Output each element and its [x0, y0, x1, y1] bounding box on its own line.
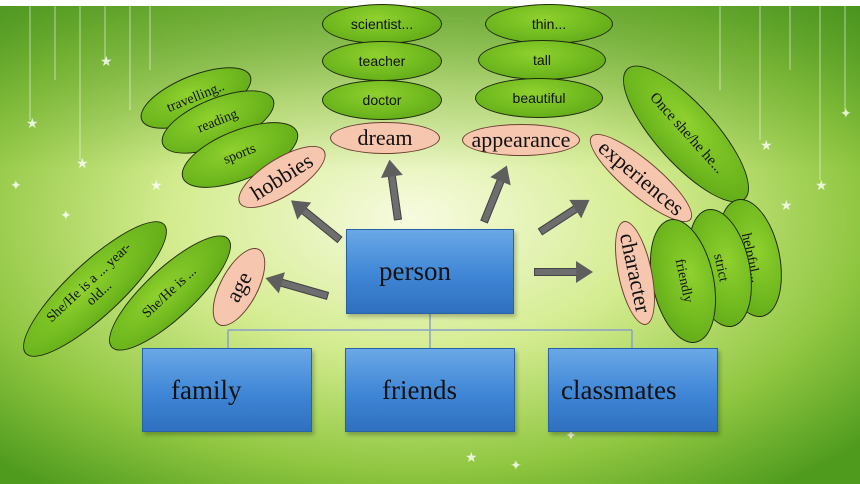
- svg-text:★: ★: [465, 450, 478, 466]
- dream-item-scientist: scientist...: [322, 4, 442, 44]
- svg-text:★: ★: [76, 156, 89, 172]
- family-box: family: [142, 348, 312, 432]
- svg-text:✦: ✦: [10, 178, 22, 194]
- svg-text:★: ★: [26, 116, 39, 132]
- dream-item-doctor: doctor: [322, 80, 442, 120]
- svg-text:★: ★: [100, 54, 113, 70]
- person-box: person: [346, 229, 514, 314]
- dream-category: dream: [330, 122, 440, 154]
- svg-text:✦: ✦: [60, 208, 72, 224]
- person-label: person: [379, 256, 451, 286]
- appearance-category: appearance: [462, 124, 580, 156]
- classmates-label: classmates: [561, 374, 677, 405]
- classmates-box: classmates: [548, 348, 718, 432]
- friends-box: friends: [345, 348, 515, 432]
- family-label: family: [171, 374, 242, 405]
- dream-item-teacher: teacher: [322, 41, 442, 81]
- svg-text:✦: ✦: [840, 106, 852, 122]
- svg-text:★: ★: [780, 198, 793, 214]
- svg-text:★: ★: [815, 178, 828, 194]
- svg-text:★: ★: [760, 138, 773, 154]
- appearance-item-tall: tall: [478, 40, 606, 80]
- appearance-item-thin: thin...: [485, 4, 613, 44]
- friends-label: friends: [382, 374, 457, 405]
- appearance-item-beautiful: beautiful: [475, 78, 603, 118]
- svg-text:✦: ✦: [565, 428, 577, 444]
- svg-text:✦: ✦: [510, 458, 522, 474]
- svg-text:★: ★: [150, 178, 163, 194]
